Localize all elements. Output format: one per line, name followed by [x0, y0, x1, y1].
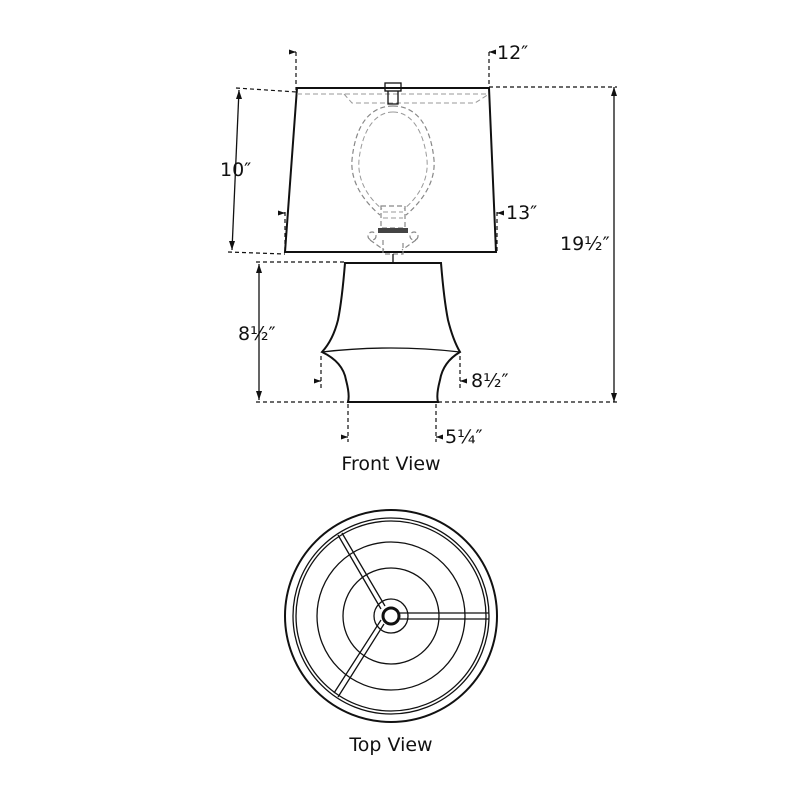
dim-base-height: [256, 261, 348, 403]
top-view: Top View: [284, 509, 498, 756]
dim-label-shade-height: 10″: [220, 159, 251, 181]
dim-label-base-height: 8½″: [238, 323, 276, 345]
lamp-base: [320, 262, 462, 403]
lamp-harp: [351, 105, 435, 216]
front-view-label: Front View: [341, 453, 440, 475]
dim-shade-height: [227, 87, 298, 255]
dim-label-shade-bottom: 13″: [506, 202, 537, 224]
lamp-socket: [367, 205, 419, 262]
dim-shade-bottom: [278, 210, 504, 252]
dim-base-width: [314, 356, 467, 390]
front-view: 12″ 13″ 10″ 19½″: [220, 42, 617, 475]
top-view-label: Top View: [348, 734, 432, 756]
lamp-shade: [283, 82, 498, 253]
dim-label-base-width: 8½″: [471, 370, 509, 392]
dim-label-overall-height: 19½″: [560, 233, 610, 255]
dim-foot-width: [341, 404, 443, 442]
dim-shade-top: [289, 49, 496, 90]
dim-label-foot-width: 5¼″: [445, 426, 483, 448]
dim-label-shade-top: 12″: [497, 42, 528, 64]
dim-overall-height: [438, 86, 617, 403]
